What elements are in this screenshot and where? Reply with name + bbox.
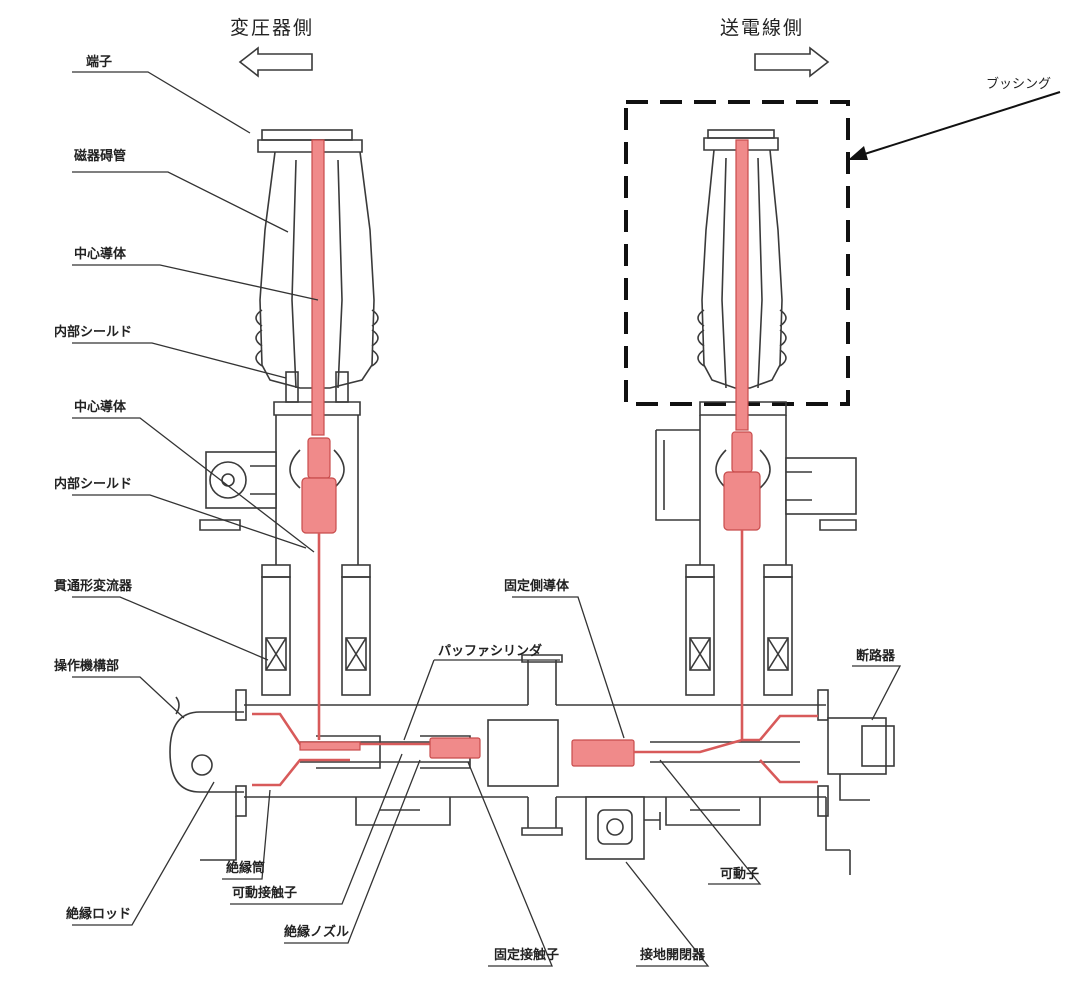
arrowhead-icon <box>848 146 868 160</box>
label-insulating-nozzle: 絶縁ノズル <box>283 924 349 940</box>
label-circuit-breaker: 断路器 <box>856 648 896 664</box>
bushing-callout-label: ブッシング <box>986 76 1051 92</box>
label-center-conductor-2: 中心導体 <box>74 399 127 415</box>
labels: 端子 磁器碍管 中心導体 内部シールド 中心導体 内部シールド 貫通形変流器 操… <box>54 54 896 963</box>
label-internal-shield-1: 内部シールド <box>54 324 132 340</box>
left-arrow-icon <box>238 46 313 78</box>
left-current-transformer <box>261 564 371 696</box>
right-bushing <box>655 129 857 565</box>
label-insulating-tube: 絶縁筒 <box>225 860 265 876</box>
bushing-callout-arrow <box>851 91 1061 159</box>
conductors <box>252 139 818 787</box>
main-tank <box>169 654 895 875</box>
label-terminal: 端子 <box>86 54 112 70</box>
label-movable-element: 可動子 <box>720 866 759 882</box>
label-internal-shield-2: 内部シールド <box>54 476 132 492</box>
line-side-label: 送電線側 <box>720 17 804 39</box>
label-earthing-switch: 接地開閉器 <box>640 947 706 963</box>
bushing-highlight-box <box>624 100 850 406</box>
label-current-transformer: 貫通形変流器 <box>54 578 133 594</box>
label-puffer-cylinder: パッファシリンダ <box>438 643 542 659</box>
label-operating-mechanism: 操作機構部 <box>54 658 119 674</box>
label-porcelain-bushing: 磁器碍管 <box>74 148 126 164</box>
left-bushing <box>199 129 379 565</box>
right-current-transformer <box>685 564 793 696</box>
label-movable-contact: 可動接触子 <box>232 885 297 901</box>
label-fixed-conductor: 固定側導体 <box>504 578 570 594</box>
right-arrow-icon <box>754 46 830 78</box>
label-insulating-rod: 絶縁ロッド <box>65 906 131 922</box>
transformer-side-label: 変圧器側 <box>230 17 314 39</box>
label-center-conductor-1: 中心導体 <box>74 246 127 262</box>
label-fixed-contact: 固定接触子 <box>494 947 559 963</box>
leader-lines <box>72 71 902 967</box>
